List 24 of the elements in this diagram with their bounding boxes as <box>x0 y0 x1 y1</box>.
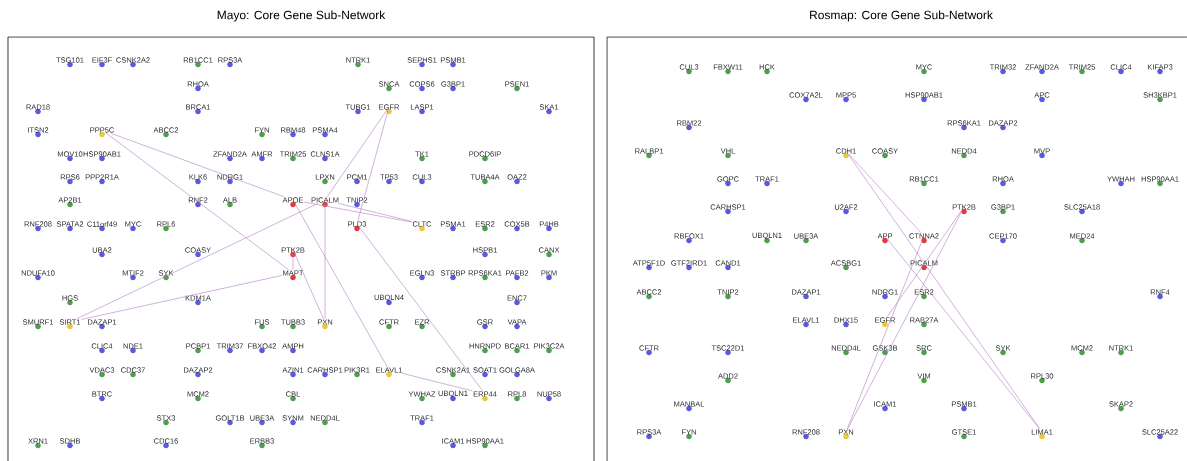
network-edge <box>357 110 389 221</box>
network-edge <box>294 253 324 320</box>
network-edge <box>847 239 923 430</box>
network-edge <box>327 110 387 197</box>
network-edge <box>359 227 483 392</box>
network-edge <box>106 133 289 271</box>
panel-title: Rosmap: Core Gene Sub-Network <box>810 10 993 22</box>
network-edge <box>848 154 1040 430</box>
network-edge <box>294 203 388 368</box>
panel-frame <box>606 36 1187 461</box>
network-edge <box>324 203 326 320</box>
network-edge <box>76 203 319 319</box>
network-edge <box>887 210 962 317</box>
panel-title: Mayo: Core Gene Sub-Network <box>217 10 386 22</box>
network-edge <box>303 201 413 223</box>
network-edge <box>401 372 473 392</box>
network-edge <box>110 133 285 197</box>
network-edge <box>338 203 413 222</box>
network-edge <box>292 253 294 271</box>
network-edge <box>80 275 283 320</box>
network-edge <box>847 210 963 430</box>
network-edge <box>848 154 922 233</box>
panel-frame <box>7 36 595 461</box>
network-edge <box>887 239 1040 430</box>
